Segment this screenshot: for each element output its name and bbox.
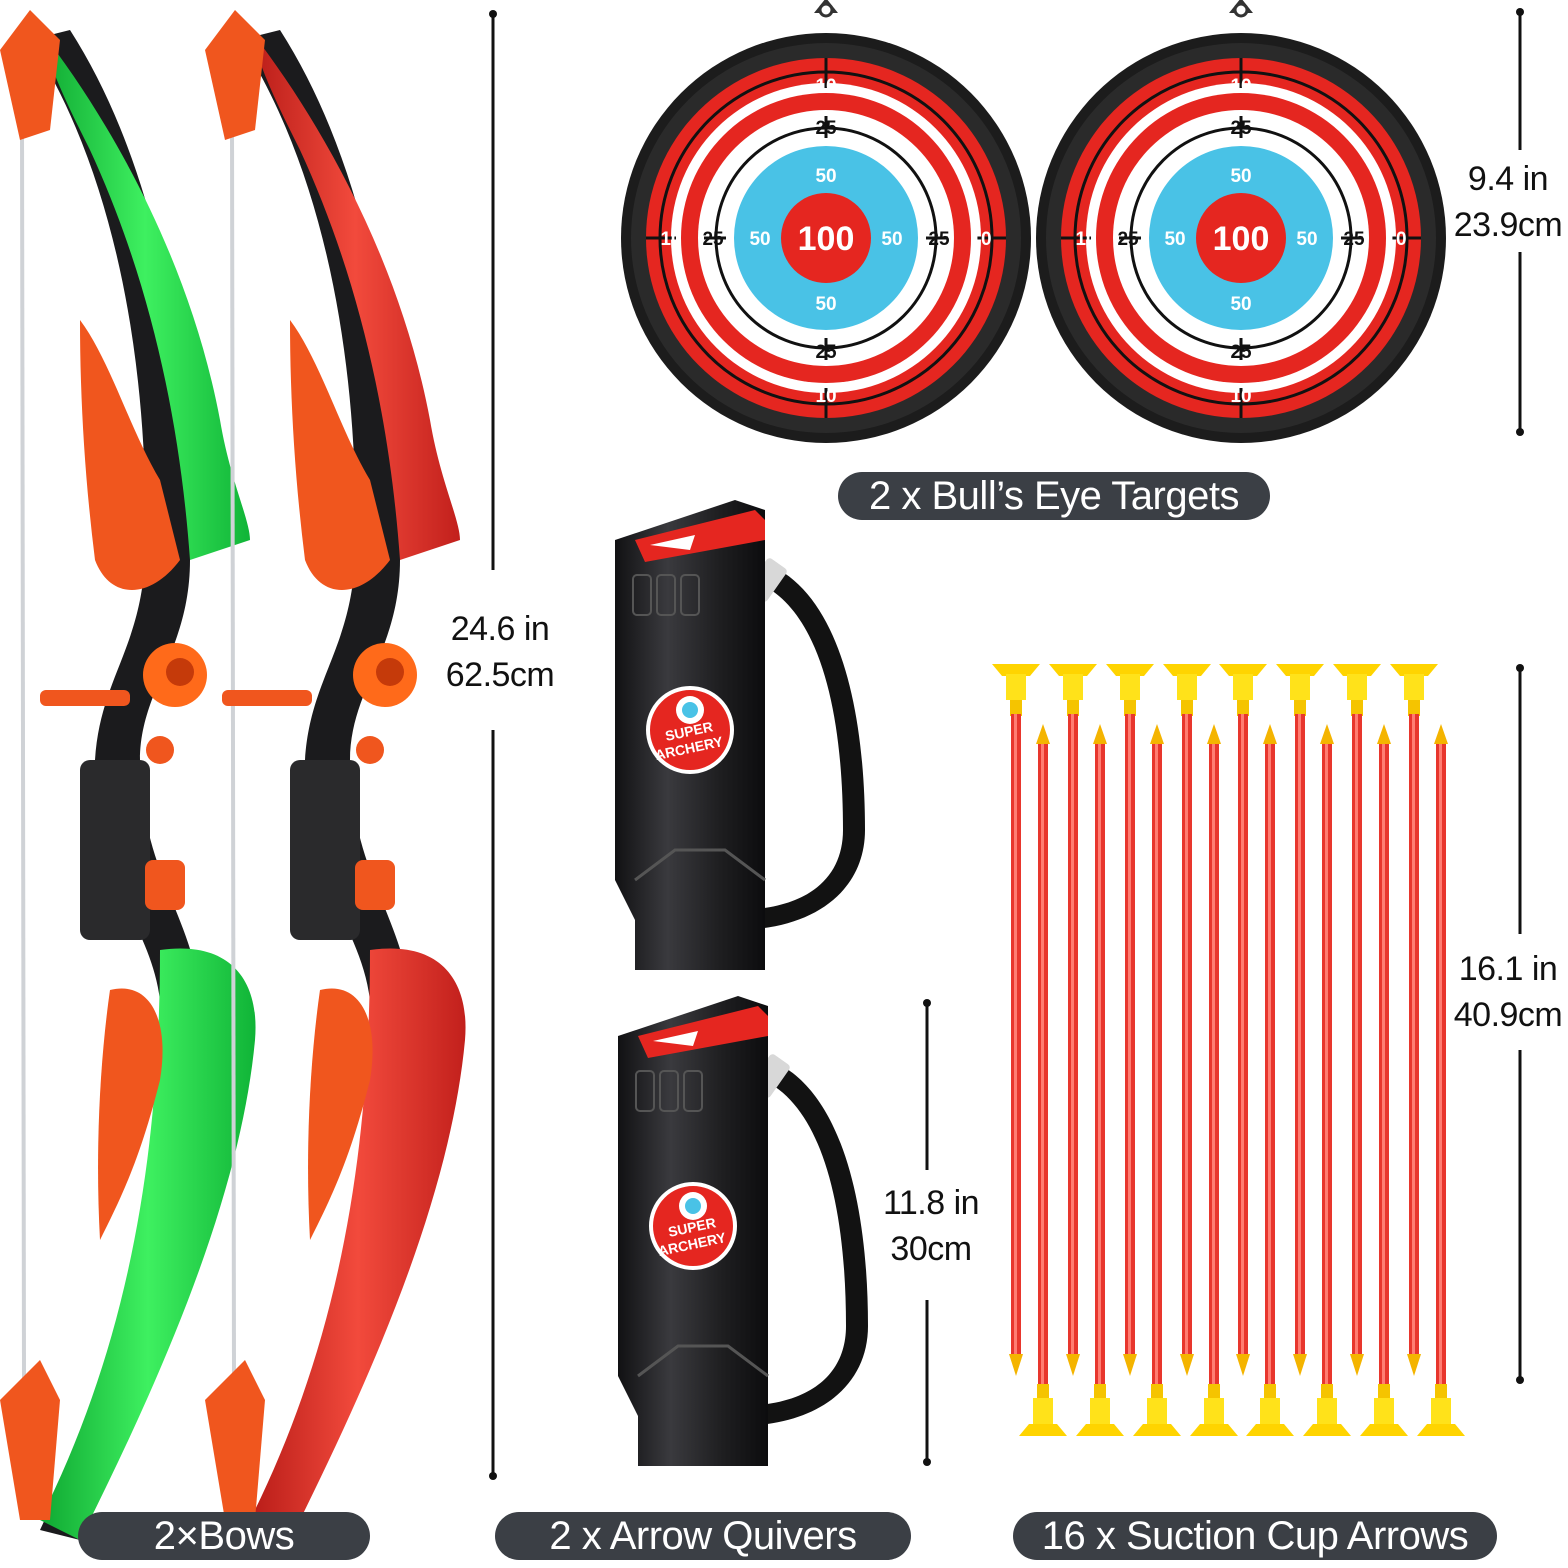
target-score-50: 50 — [1230, 166, 1251, 187]
arrow — [992, 664, 1040, 1376]
target-score-50: 50 — [815, 294, 836, 315]
target-score-10: 10 — [815, 76, 836, 97]
target-score-10: 10 — [970, 229, 991, 250]
target-dimension-label: 9.4 in 23.9cm — [1448, 156, 1568, 248]
bow-red — [205, 10, 466, 1540]
bows-caption: 2×Bows — [78, 1512, 370, 1560]
target-score-25: 25 — [1117, 229, 1139, 250]
quiver-dimension-inches: 11.8 in — [882, 1184, 980, 1222]
arrow — [1076, 724, 1124, 1436]
target-score-25: 25 — [1343, 229, 1365, 250]
bow-dimension-inches: 24.6 in — [450, 610, 550, 648]
arrow-dimension-line — [1516, 664, 1524, 1384]
quiver-dimension-label: 11.8 in 30cm — [866, 1180, 996, 1272]
target-dimension-cm: 23.9cm — [1453, 206, 1563, 244]
target-score-10: 10 — [1230, 386, 1251, 407]
target-score-25: 25 — [1230, 118, 1252, 139]
arrow — [1163, 664, 1211, 1376]
arrow — [1219, 664, 1267, 1376]
bow-dimension-cm: 62.5cm — [445, 656, 555, 694]
arrow — [1049, 664, 1097, 1376]
quiver-dimension-cm: 30cm — [890, 1230, 972, 1268]
target-score-25: 25 — [815, 118, 837, 139]
target-score-50: 50 — [881, 229, 902, 250]
quiver-2: SUPER ARCHERY — [616, 994, 870, 1468]
target-score-50: 50 — [749, 229, 770, 250]
arrow-dimension-cm: 40.9cm — [1453, 996, 1563, 1034]
arrow — [1246, 724, 1294, 1436]
target-score-100: 100 — [1213, 220, 1270, 258]
arrow — [1106, 664, 1154, 1376]
target-score-50: 50 — [1296, 229, 1317, 250]
arrow — [1276, 664, 1324, 1376]
target-dimension-line — [1516, 8, 1524, 436]
bow-dimension-label: 24.6 in 62.5cm — [430, 606, 570, 698]
arrow — [1190, 724, 1238, 1436]
target-2: 100 50 50 50 50 25 25 25 25 10 10 10 10 — [1034, 0, 1448, 445]
quiver-1: SUPER ARCHERY — [613, 498, 867, 972]
target-score-10: 10 — [1385, 229, 1406, 250]
target-score-50: 50 — [815, 166, 836, 187]
arrow — [1360, 724, 1408, 1436]
target-score-10: 10 — [660, 229, 681, 250]
bow-dimension-line — [489, 10, 497, 1480]
target-score-100: 100 — [798, 220, 855, 258]
arrows-caption: 16 x Suction Cup Arrows — [1013, 1512, 1497, 1560]
target-dimension-inches: 9.4 in — [1467, 160, 1549, 198]
arrow — [1303, 724, 1351, 1436]
target-score-25: 25 — [815, 342, 837, 363]
target-score-10: 10 — [815, 386, 836, 407]
arrow — [1019, 724, 1067, 1436]
target-score-25: 25 — [702, 229, 724, 250]
quivers-caption: 2 x Arrow Quivers — [495, 1512, 911, 1560]
arrow — [1133, 724, 1181, 1436]
target-score-50: 50 — [1230, 294, 1251, 315]
target-score-10: 10 — [1075, 229, 1096, 250]
arrow-set — [992, 664, 1465, 1436]
target-score-50: 50 — [1164, 229, 1185, 250]
bow-green — [0, 10, 256, 1540]
arrow-dimension-label: 16.1 in 40.9cm — [1448, 946, 1568, 1038]
target-score-10: 10 — [1230, 76, 1251, 97]
quiver-dimension-line — [923, 999, 931, 1466]
arrow — [1417, 724, 1465, 1436]
target-1: 100 50 50 50 50 25 25 25 25 10 10 10 10 — [619, 0, 1033, 445]
targets-caption: 2 x Bull’s Eye Targets — [838, 472, 1270, 520]
target-score-25: 25 — [1230, 342, 1252, 363]
arrow — [1333, 664, 1381, 1376]
arrow — [1390, 664, 1438, 1376]
target-score-25: 25 — [928, 229, 950, 250]
arrow-dimension-inches: 16.1 in — [1458, 950, 1558, 988]
